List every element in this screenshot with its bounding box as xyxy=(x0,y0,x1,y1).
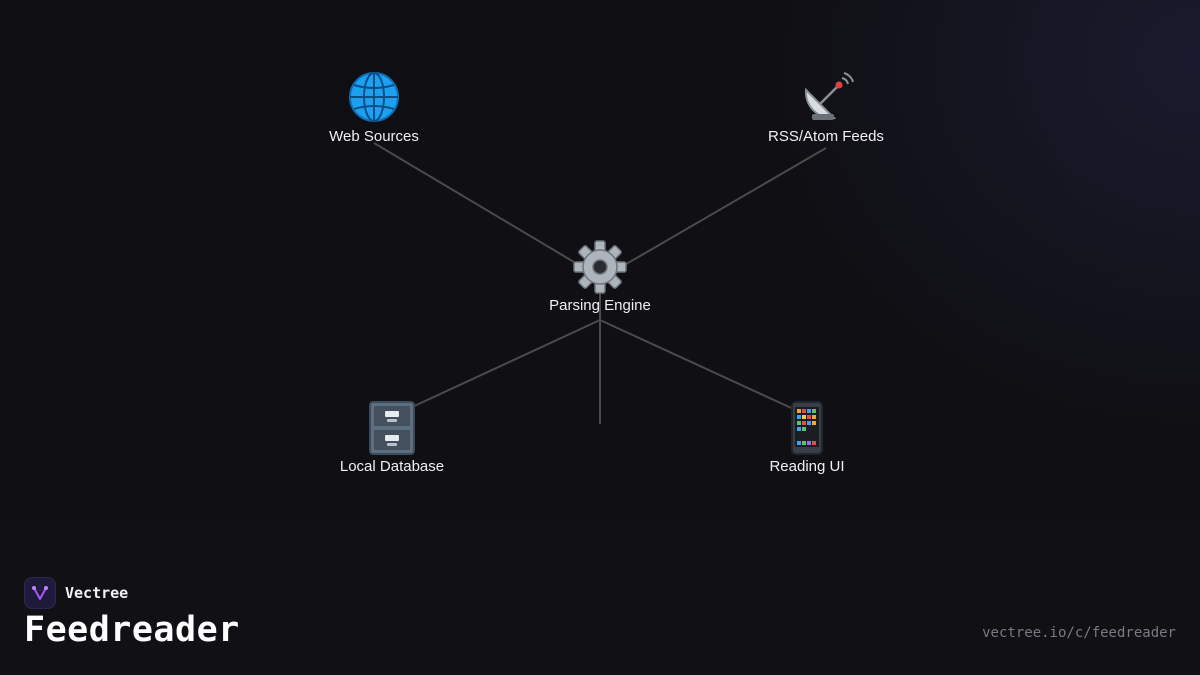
satellite-dish-icon xyxy=(726,70,926,126)
brand: Vectree xyxy=(24,577,128,609)
node-label: RSS/Atom Feeds xyxy=(768,128,884,145)
node-reading-ui: Reading UI xyxy=(707,400,907,475)
page-title: Feedreader xyxy=(24,610,240,650)
project-url: vectree.io/c/feedreader xyxy=(982,625,1176,641)
edge-engine-to-ui xyxy=(599,319,801,413)
edge-engine-to-db xyxy=(409,319,601,409)
brand-name: Vectree xyxy=(65,584,129,602)
file-cabinet-icon xyxy=(292,400,492,456)
node-label: Local Database xyxy=(339,458,445,475)
edge-web-to-engine xyxy=(373,142,585,269)
node-web-sources: Web Sources xyxy=(274,70,474,145)
mobile-phone-icon xyxy=(707,400,907,456)
node-label: Web Sources xyxy=(329,128,419,145)
vectree-logo-icon xyxy=(24,577,56,609)
node-local-database: Local Database xyxy=(292,400,492,475)
globe-icon xyxy=(274,70,474,126)
node-label: Reading UI xyxy=(769,458,845,475)
node-label: Parsing Engine xyxy=(549,297,651,314)
edge-rss-to-engine xyxy=(615,147,827,271)
gear-icon xyxy=(500,239,700,295)
node-rss-atom-feeds: RSS/Atom Feeds xyxy=(726,70,926,145)
node-parsing-engine: Parsing Engine xyxy=(500,239,700,314)
